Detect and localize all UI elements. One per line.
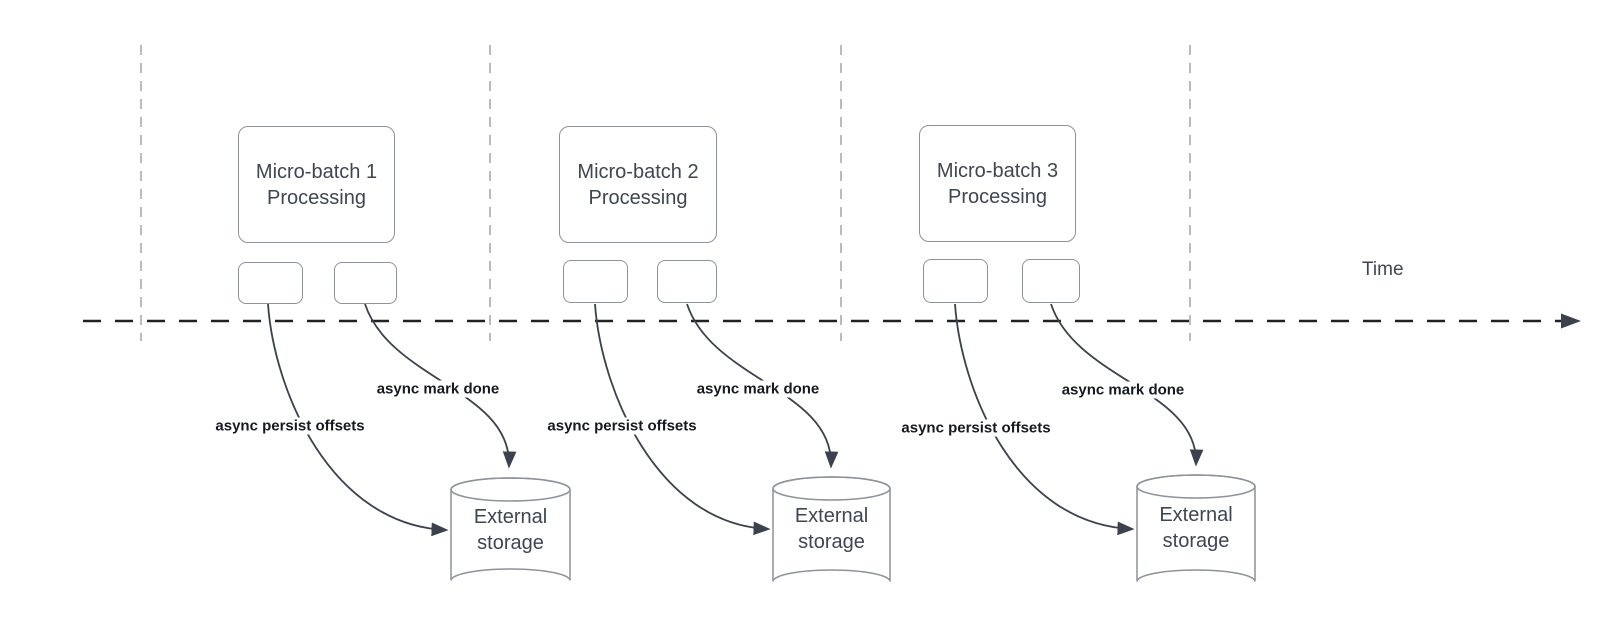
time-label: Time (1362, 259, 1404, 280)
mark-done-task-box-1 (334, 262, 397, 304)
persist-offsets-task-box-2 (563, 260, 628, 303)
persist-offsets-arrow-1 (267, 303, 449, 537)
persist-offsets-task-box-3 (923, 259, 988, 303)
external-storage-cylinder-1 (450, 477, 571, 581)
external-storage-label: External storage (473, 506, 548, 554)
mark-done-label: async mark done (373, 380, 503, 398)
mark-done-label: async mark done (1058, 381, 1188, 399)
persist-offsets-arrow-3 (954, 303, 1135, 536)
external-storage-label: External storage (1159, 504, 1233, 552)
external-storage-label: External storage (794, 505, 869, 553)
external-storage-cylinder-3 (1136, 474, 1256, 582)
external-storage-cylinder-2 (772, 476, 891, 582)
mark-done-task-box-2 (657, 260, 717, 303)
batch-processing-box-2: Micro-batch 2 Processing (559, 126, 717, 243)
persist-offsets-label: async persist offsets (212, 417, 368, 435)
batch-processing-box-3: Micro-batch 3 Processing (919, 125, 1076, 242)
persist-offsets-label: async persist offsets (544, 417, 700, 435)
batch-box-label: Micro-batch 3 Processing (936, 159, 1059, 208)
persist-offsets-arrow-2 (594, 303, 771, 536)
persist-offsets-task-box-1 (238, 262, 303, 304)
timeline-arrowhead-icon (1561, 313, 1581, 329)
persist-offsets-label: async persist offsets (898, 419, 1054, 437)
mark-done-task-box-3 (1022, 259, 1080, 303)
batch-processing-box-1: Micro-batch 1 Processing (238, 126, 395, 243)
batch-box-label: Micro-batch 2 Processing (577, 160, 699, 209)
batch-box-label: Micro-batch 1 Processing (255, 160, 378, 209)
mark-done-label: async mark done (693, 380, 823, 398)
